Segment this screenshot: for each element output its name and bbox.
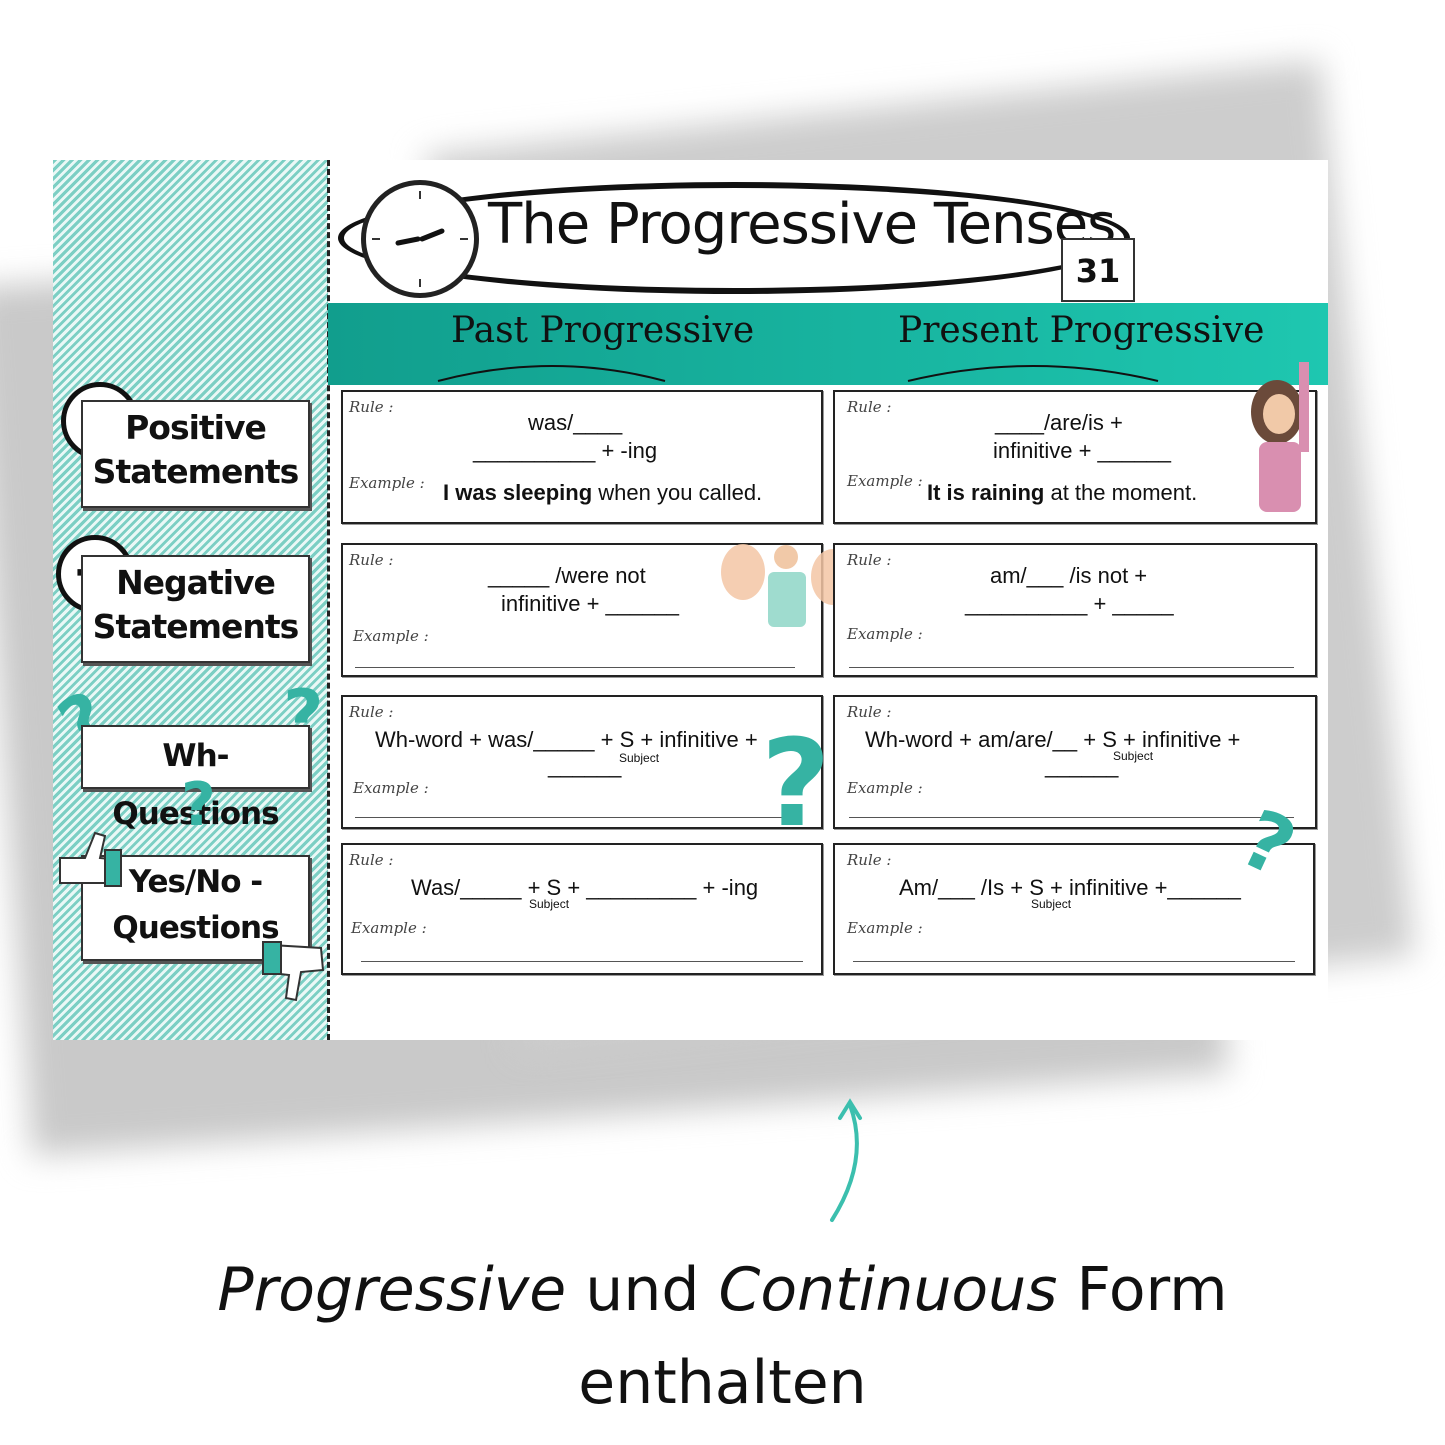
example-label: Example : xyxy=(847,919,923,937)
clock-icon xyxy=(361,180,479,298)
yes-no-questions-label: Yes/No - Questions xyxy=(81,855,310,961)
rule-label: Rule : xyxy=(847,851,892,869)
worksheet: + Positive Statements − Negative Stateme… xyxy=(45,160,1328,1040)
example-highlight: I was sleeping xyxy=(443,480,593,505)
caption-line1: Progressive und Continuous Form xyxy=(0,1255,1445,1325)
example-label: Example : xyxy=(351,919,427,937)
rule-line: infinitive + ______ xyxy=(501,591,679,616)
thumbs-down-icon xyxy=(262,941,325,1002)
caption-term-progressive: Progressive xyxy=(217,1255,567,1325)
rule-label: Rule : xyxy=(349,851,394,869)
example-label: Example : xyxy=(353,779,429,797)
subject-label: Subject xyxy=(619,751,660,765)
rule-line: Wh-word + was/_____ + S + infinitive + xyxy=(375,727,758,752)
rule-label: Rule : xyxy=(847,703,892,721)
caption-form: Form xyxy=(1057,1255,1228,1325)
example-answer-line xyxy=(849,817,1294,818)
caption-und: und xyxy=(566,1255,719,1325)
girl-illustration xyxy=(1251,362,1309,512)
example-answer-line xyxy=(361,961,803,962)
question-mark-icon: ? xyxy=(761,715,831,854)
example-label: Example : xyxy=(353,627,429,645)
rule-line: __________ + _____ xyxy=(965,591,1174,616)
rule-label: Rule : xyxy=(349,551,394,569)
example-rest: when you called. xyxy=(592,480,763,505)
example-label: Example : xyxy=(349,474,425,492)
example-rest: at the moment. xyxy=(1044,480,1198,505)
past-wh-box: Rule : Wh-word + was/_____ + S + infinit… xyxy=(341,695,831,854)
rule-label: Rule : xyxy=(349,398,394,416)
curved-arrow-icon xyxy=(830,1098,862,1222)
rule-line: ____/are/is + xyxy=(995,410,1123,435)
present-negative-box: Rule : am/___ /is not + __________ + ___… xyxy=(833,543,1317,677)
underline-swoosh xyxy=(907,365,1159,382)
example-sentence: I was sleeping when you called. xyxy=(443,480,762,506)
rule-line: Wh-word + am/are/__ + S + infinitive + xyxy=(865,727,1241,752)
example-label: Example : xyxy=(847,625,923,643)
rule-line: _____ /were not xyxy=(488,563,646,588)
rule-line: ______ xyxy=(548,753,622,778)
wh-questions-label: Wh-Questions xyxy=(81,725,310,832)
rule-line: __________ + -ing xyxy=(473,438,658,463)
caption-line2: enthalten xyxy=(578,1348,867,1418)
example-answer-line xyxy=(355,667,795,668)
rule-label: Rule : xyxy=(349,703,394,721)
rule-line: infinitive + ______ xyxy=(993,438,1171,463)
example-highlight: It is raining xyxy=(927,480,1045,505)
example-label: Example : xyxy=(847,472,923,490)
thumbs-up-icon xyxy=(59,831,122,887)
dashed-divider xyxy=(327,160,330,1040)
example-answer-line xyxy=(355,817,795,818)
subject-label: Subject xyxy=(1113,749,1154,763)
present-positive-box: Rule : ____/are/is + infinitive + ______… xyxy=(833,362,1317,524)
rule-line: Am/___ /Is + S + infinitive +______ xyxy=(899,875,1241,900)
rule-label: Rule : xyxy=(847,398,892,416)
column-header-present: Present Progressive xyxy=(898,310,1265,351)
rule-label: Rule : xyxy=(847,551,892,569)
subject-label: Subject xyxy=(1031,897,1072,911)
worksheet-title: The Progressive Tenses xyxy=(488,192,1116,257)
column-header-banner xyxy=(328,303,1328,385)
negative-statements-label: Negative Statements xyxy=(81,555,310,663)
column-header-past: Past Progressive xyxy=(451,310,755,351)
rule-line: am/___ /is not + xyxy=(990,563,1148,588)
past-negative-box: Rule : _____ /were not infinitive + ____… xyxy=(341,543,855,677)
rule-line: Was/_____ + S + _________ + -ing xyxy=(411,875,759,900)
caption-term-continuous: Continuous xyxy=(718,1255,1058,1325)
calendar-icon: 31 xyxy=(1061,238,1135,302)
present-yesno-box: Rule : Am/___ /Is + S + infinitive +____… xyxy=(833,792,1315,975)
underline-swoosh xyxy=(437,365,666,382)
rule-line: ______ xyxy=(1045,753,1119,778)
example-label: Example : xyxy=(847,779,923,797)
past-positive-box: Rule : was/____ __________ + -ing Exampl… xyxy=(341,390,823,524)
example-sentence: It is raining at the moment. xyxy=(927,480,1197,506)
positive-statements-label: Positive Statements xyxy=(81,400,310,508)
past-yesno-box: Rule : Was/_____ + S + _________ + -ing … xyxy=(341,843,823,975)
example-answer-line xyxy=(849,667,1294,668)
present-wh-box: Rule : Wh-word + am/are/__ + S + infinit… xyxy=(833,695,1317,829)
rule-line: was/____ xyxy=(528,410,623,435)
example-answer-line xyxy=(853,961,1295,962)
question-mark-icon: ? xyxy=(181,770,216,840)
subject-label: Subject xyxy=(529,897,570,911)
